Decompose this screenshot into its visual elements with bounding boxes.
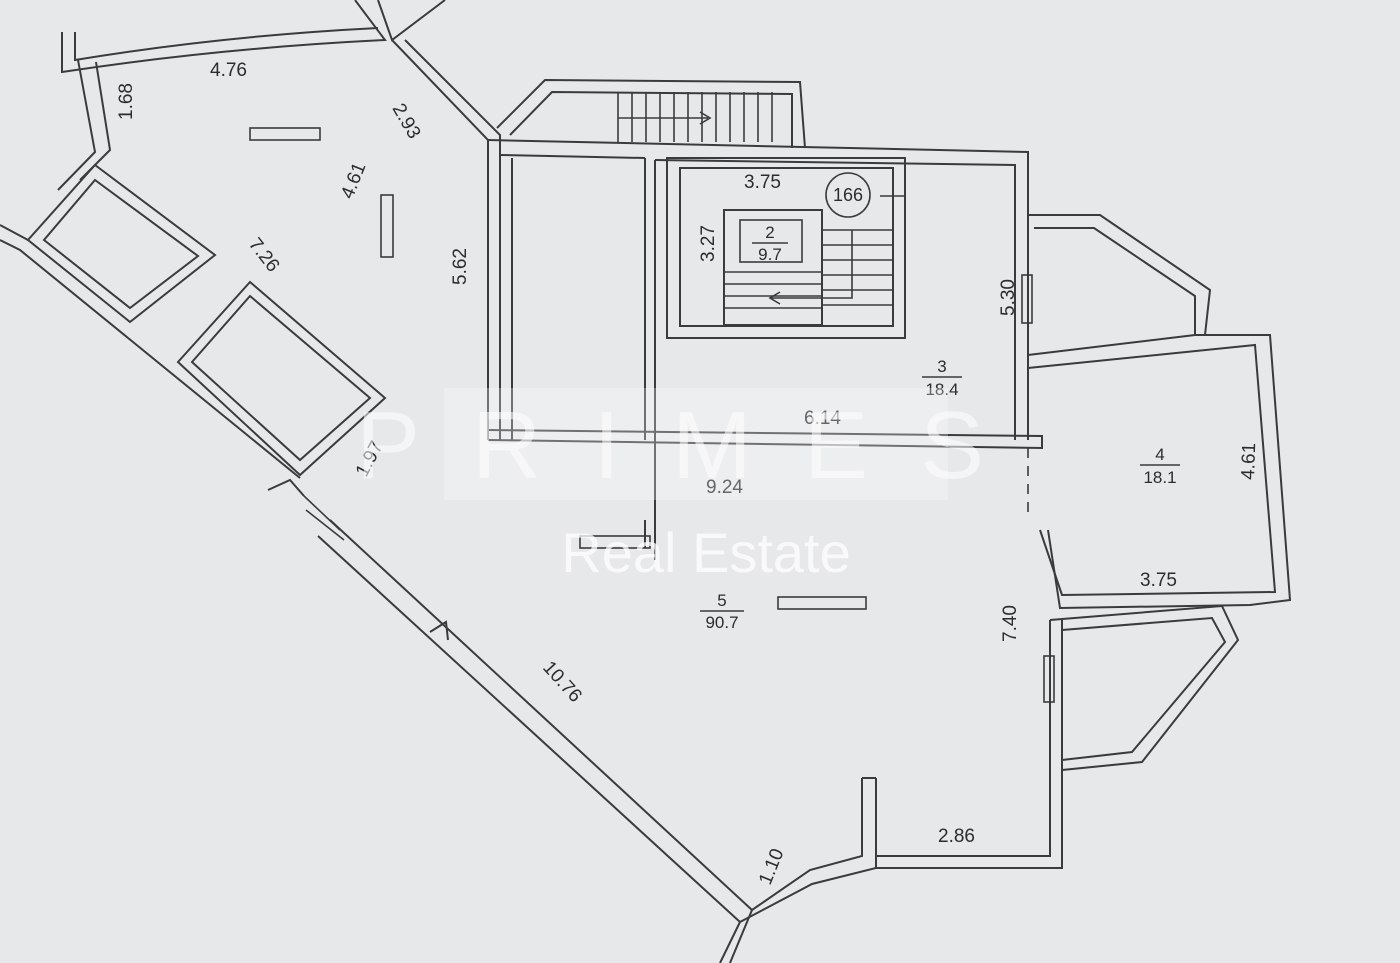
center-partition xyxy=(487,429,1043,560)
dim-3-75-top: 3.75 xyxy=(744,172,781,193)
room-2-area: 9.7 xyxy=(758,245,782,264)
bay-windows-left xyxy=(26,163,387,541)
dim-3-27: 3.27 xyxy=(698,225,719,262)
dim-9-24: 9.24 xyxy=(706,477,743,498)
room-5-number: 5 xyxy=(717,591,726,610)
right-balconies xyxy=(1021,214,1292,771)
room-3-area: 18.4 xyxy=(925,380,958,399)
dim-2-86: 2.86 xyxy=(938,826,975,847)
dim-3-75-balcony: 3.75 xyxy=(1140,570,1177,591)
room-3-number: 3 xyxy=(937,357,946,376)
room-5-area: 90.7 xyxy=(705,613,738,632)
room-2-number: 2 xyxy=(765,223,774,242)
watermark-box xyxy=(444,388,948,500)
room-4-number: 4 xyxy=(1155,445,1164,464)
watermark: PRIMES Real Estate xyxy=(356,388,1036,584)
dim-4-61-balcony: 4.61 xyxy=(1238,442,1260,480)
dim-1-68: 1.68 xyxy=(116,83,137,120)
dim-6-14: 6.14 xyxy=(804,408,841,429)
dim-5-62: 5.62 xyxy=(450,248,471,285)
stamp-number: 166 xyxy=(833,185,863,205)
apartment-stamp xyxy=(825,172,871,218)
room-labels: 2 9.7 3 18.4 4 18.1 5 90.7 xyxy=(700,223,1180,632)
stair-core xyxy=(487,78,1029,440)
outer-walls xyxy=(0,0,1063,963)
watermark-brand: PRIMES xyxy=(356,392,1036,499)
radiators xyxy=(249,127,867,610)
watermark-subtitle: Real Estate xyxy=(561,521,851,584)
dim-5-30: 5.30 xyxy=(998,279,1019,316)
dim-4-76: 4.76 xyxy=(210,60,247,81)
room-4-area: 18.1 xyxy=(1143,468,1176,487)
dim-7-40: 7.40 xyxy=(1000,605,1021,642)
